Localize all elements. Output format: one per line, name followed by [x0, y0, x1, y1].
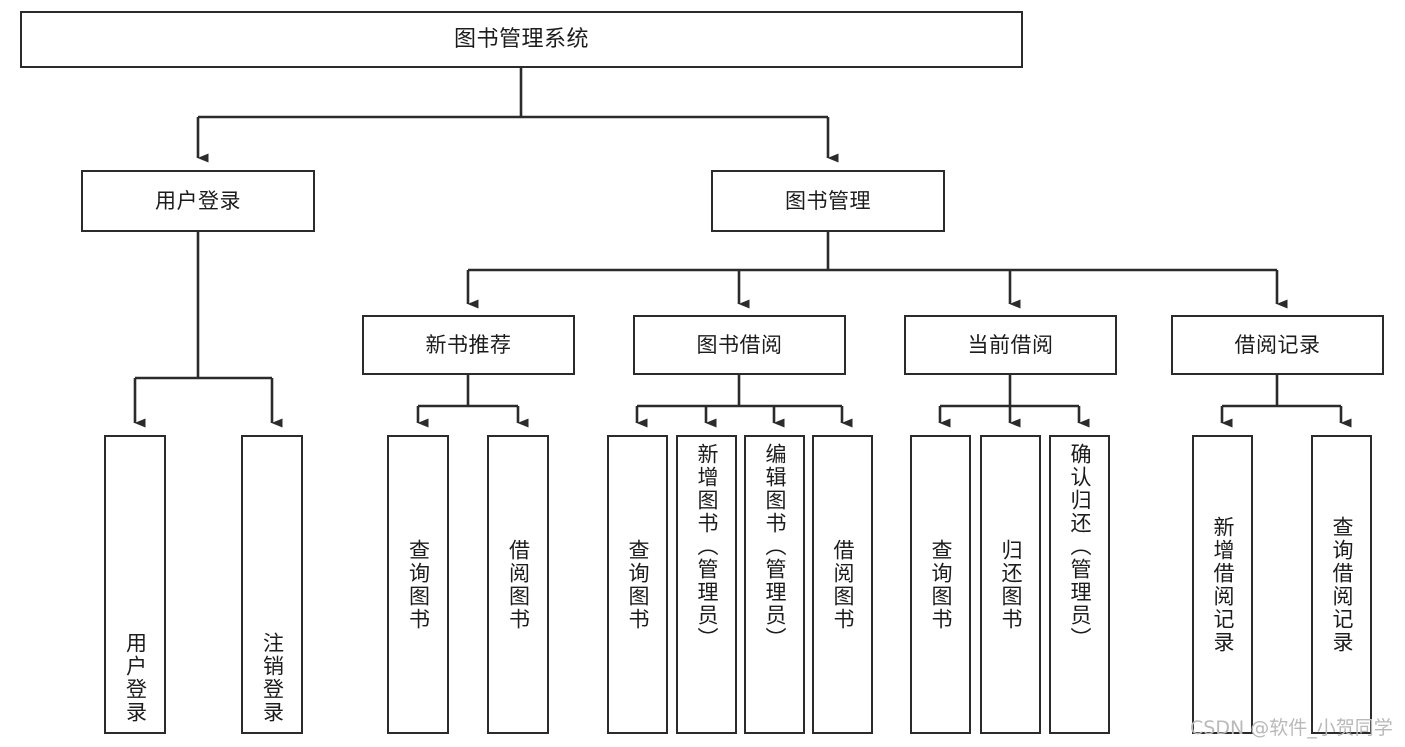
csdn-watermark: CSDN @软件_小贺同学	[1190, 717, 1393, 739]
node-new-book-recommend[interactable]: 新书推荐	[362, 315, 575, 375]
node-label: 用户登录	[155, 188, 241, 213]
node-label: 确认归还（管理员）	[1068, 443, 1092, 650]
node-current-borrow[interactable]: 当前借阅	[904, 315, 1117, 375]
node-root-book-management-system[interactable]: 图书管理系统	[20, 11, 1023, 68]
node-label: 图书管理系统	[453, 26, 589, 52]
node-user-login[interactable]: 用户登录	[81, 170, 315, 232]
node-leaf-add-borrow-record[interactable]: 新增借阅记录	[1192, 435, 1253, 734]
node-label: 注销登录	[260, 632, 285, 724]
node-label: 编辑图书（管理员）	[763, 443, 787, 650]
node-label: 新书推荐	[425, 332, 512, 357]
node-leaf-add-book-admin[interactable]: 新增图书（管理员）	[676, 435, 737, 734]
node-label: 借阅图书	[831, 538, 855, 631]
node-leaf-edit-book-admin[interactable]: 编辑图书（管理员）	[744, 435, 805, 734]
node-label: 查询图书	[406, 538, 431, 631]
node-label: 查询图书	[929, 538, 953, 631]
node-label: 归还图书	[999, 538, 1023, 631]
node-leaf-confirm-return-admin[interactable]: 确认归还（管理员）	[1049, 435, 1110, 734]
node-label: 用户登录	[123, 632, 148, 724]
node-leaf-query-book-current[interactable]: 查询图书	[910, 435, 971, 734]
node-label: 查询图书	[626, 538, 650, 631]
node-leaf-query-book-borrow[interactable]: 查询图书	[607, 435, 668, 734]
node-label: 借阅记录	[1234, 332, 1321, 357]
node-label: 图书管理	[785, 188, 871, 213]
node-label: 借阅图书	[506, 538, 531, 631]
node-leaf-borrow-book-recommend[interactable]: 借阅图书	[487, 435, 549, 734]
node-label: 图书借阅	[696, 332, 783, 357]
node-label: 查询借阅记录	[1330, 515, 1354, 654]
node-label: 新增借阅记录	[1211, 515, 1235, 654]
node-label: 新增图书（管理员）	[695, 443, 719, 650]
node-leaf-user-logout[interactable]: 注销登录	[241, 435, 303, 734]
node-leaf-query-book-recommend[interactable]: 查询图书	[387, 435, 449, 734]
node-label: 当前借阅	[967, 332, 1054, 357]
node-leaf-borrow-book[interactable]: 借阅图书	[812, 435, 873, 734]
node-book-management[interactable]: 图书管理	[711, 170, 945, 232]
node-book-borrow[interactable]: 图书借阅	[633, 315, 846, 375]
node-borrow-record[interactable]: 借阅记录	[1171, 315, 1384, 375]
node-leaf-return-book[interactable]: 归还图书	[980, 435, 1041, 734]
node-leaf-user-login[interactable]: 用户登录	[104, 435, 166, 734]
node-leaf-query-borrow-record[interactable]: 查询借阅记录	[1311, 435, 1372, 734]
